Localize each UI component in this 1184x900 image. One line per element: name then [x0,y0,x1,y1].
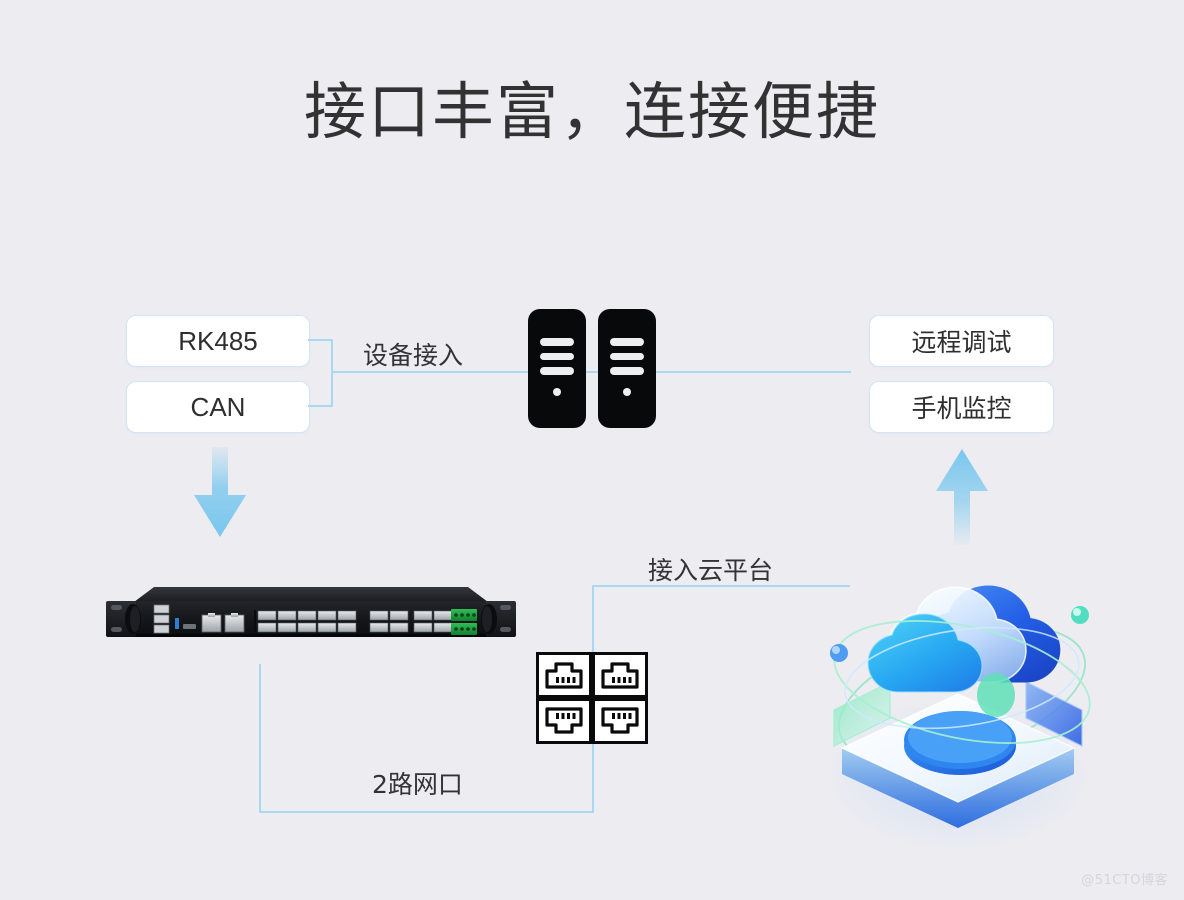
terminal-blocks [451,609,477,635]
cloud-front [868,614,982,692]
connector-cloud-horizontal [592,585,850,587]
input-pill-rk485[interactable]: RK485 [126,315,310,367]
connector-stub-top [308,339,332,341]
server-slot [540,352,574,360]
rj45-port-icon [536,698,592,744]
output-pill-mobile-monitor-label: 手机监控 [911,394,1012,423]
server-slot [610,338,644,346]
rj45-port-icon-group [536,652,648,744]
rj45-mgmt-ports [201,613,245,633]
server-led [553,387,561,396]
mint-droplet [977,673,1015,717]
hdmi-port [183,624,196,629]
label-cloud-access: 接入云平台 [648,556,774,585]
orbit-ring-light [844,626,1080,730]
connector-net-bottom [259,811,594,813]
label-device-access: 设备接入 [363,341,464,370]
connector-device-access-line [331,371,851,373]
server-rack-icon [528,309,656,428]
usb-stack-ports [153,604,170,634]
output-pill-mobile-monitor[interactable]: 手机监控 [869,381,1054,433]
output-pill-remote-debug-label: 远程调试 [911,328,1012,357]
cloud-stack [867,585,1061,693]
server-slot [540,338,574,346]
server-slot [610,367,644,375]
server-tower [598,309,656,428]
rj45-port-icon [592,652,648,698]
rack-ear-right [481,601,516,637]
arrow-up-icon [936,449,988,545]
server-tower [528,309,586,428]
input-pill-can-label: CAN [190,391,246,422]
server-slot [540,367,574,375]
rj45-port-icon [536,652,592,698]
connector-cloud-vertical [592,585,594,655]
cloud-platform-illustration [823,585,1093,853]
rj45-port-bank [254,610,453,633]
rack-ear-left [106,601,141,637]
connector-net-left [259,664,261,812]
output-pill-remote-debug[interactable]: 远程调试 [869,315,1054,367]
server-led [623,387,631,396]
rackmount-network-switch [106,587,516,637]
input-pill-can[interactable]: CAN [126,381,310,433]
arrow-down-icon [194,447,246,537]
label-network-ports: 2路网口 [372,770,463,799]
input-pill-rk485-label: RK485 [178,325,258,356]
connector-net-right [592,742,594,812]
server-slot [610,352,644,360]
connector-stub-bottom [308,405,332,407]
page-title: 接口丰富，连接便捷 [303,75,880,148]
rj45-port-icon [592,698,648,744]
orbit-node-right [1071,606,1089,624]
usb3-port [175,618,179,629]
panel-blue [1026,682,1082,746]
watermark: @51CTO博客 [1081,873,1168,888]
orbit-node-left [830,644,848,662]
connector-vertical-merge [331,339,333,407]
